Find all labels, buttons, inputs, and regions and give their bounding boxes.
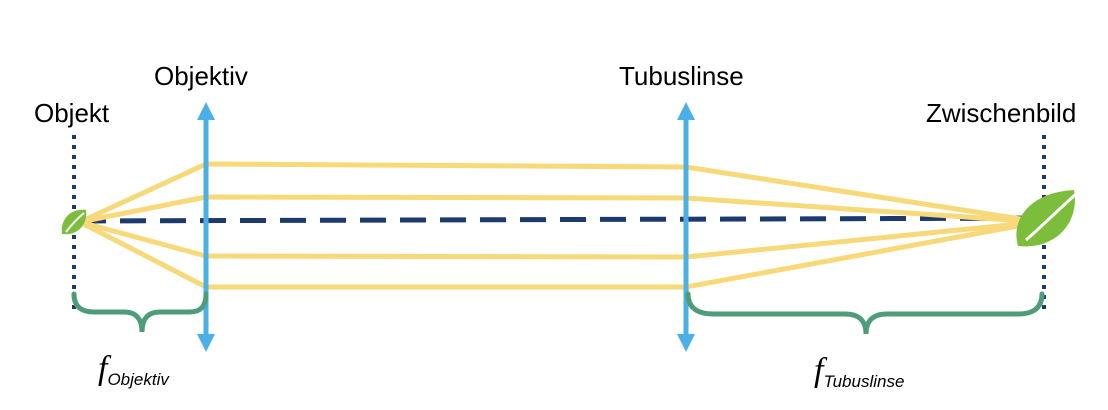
focal-symbol: f xyxy=(98,350,108,387)
leaf-icon xyxy=(61,209,87,235)
tubuslinse-label: Tubuslinse xyxy=(619,61,744,91)
leaf-icon xyxy=(1016,190,1078,247)
focal-length-tubuslinse: fTubuslinse xyxy=(814,352,905,391)
light-rays xyxy=(78,161,1041,290)
focal-symbol: f xyxy=(814,352,824,389)
focal-length-objektiv: fObjektiv xyxy=(98,350,169,389)
objektiv-lens xyxy=(197,102,215,352)
focal-subscript: Objektiv xyxy=(107,370,169,389)
focal-subscript: Tubuslinse xyxy=(823,372,905,391)
ray-3 xyxy=(79,219,1041,260)
tubuslinse-focal-brace xyxy=(685,291,1045,335)
ray-1 xyxy=(78,161,1041,225)
ray-2 xyxy=(79,194,1041,225)
tubuslinse-lens xyxy=(677,102,695,352)
objekt-label: Objekt xyxy=(34,98,110,128)
optical-axis xyxy=(79,215,1076,224)
objektiv-focal-brace xyxy=(71,291,209,333)
ray-4 xyxy=(78,219,1041,290)
objektiv-label: Objektiv xyxy=(154,61,248,91)
zwischenbild-label: Zwischenbild xyxy=(926,98,1077,128)
